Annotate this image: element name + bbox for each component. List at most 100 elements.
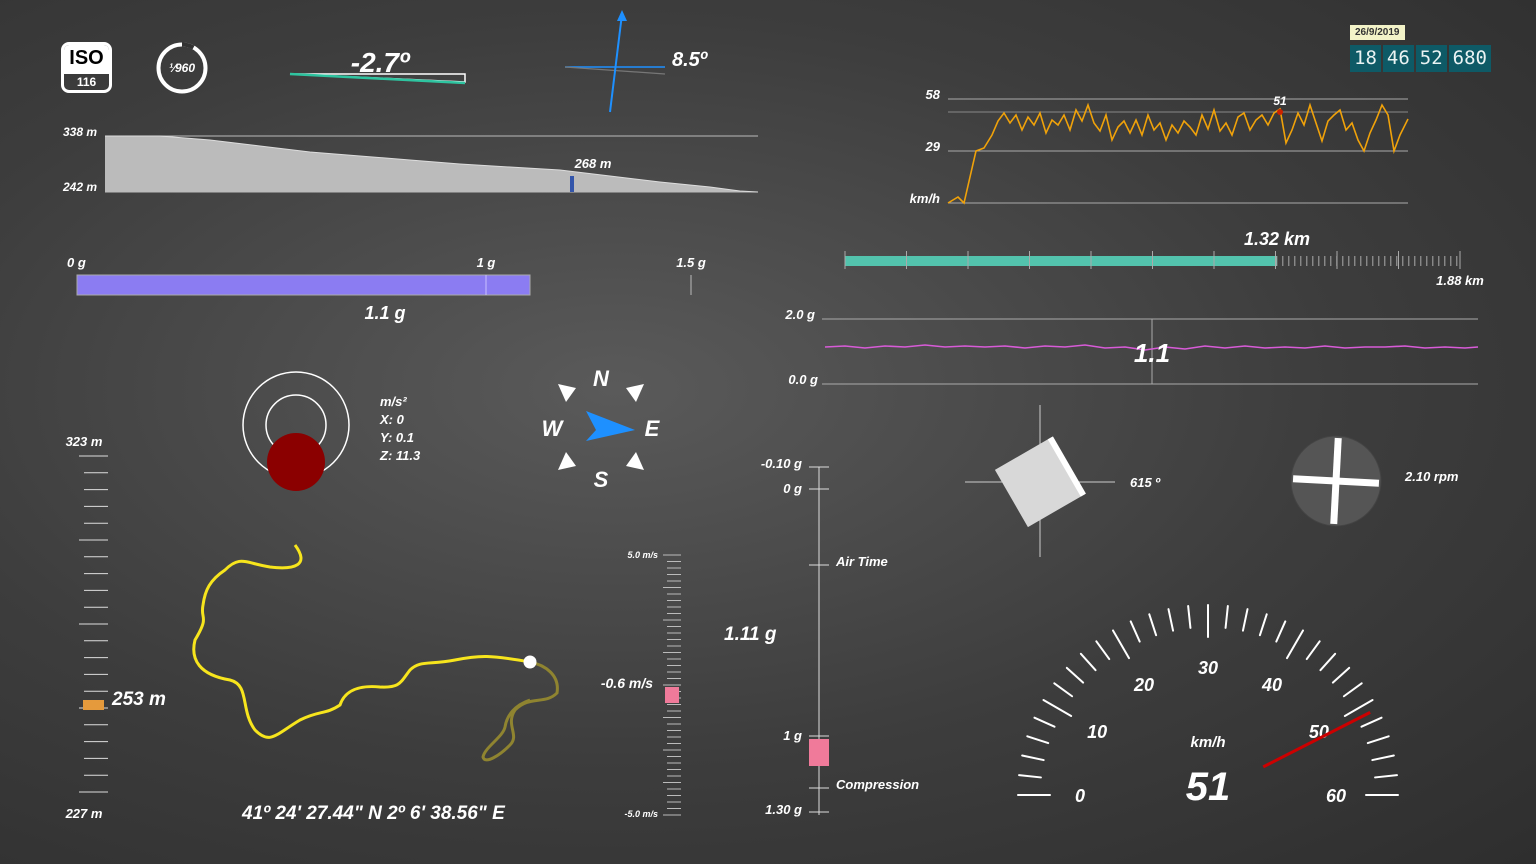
time-minutes: 46 [1382, 45, 1414, 72]
elevation-profile: 338 m 242 m 268 m [62, 125, 759, 194]
speedometer-tick [1342, 682, 1363, 698]
speedometer-value: 51 [1186, 765, 1231, 809]
distance-value-label: 1.32 km [1244, 229, 1310, 249]
vertical-speed-marker [665, 687, 679, 703]
gscale-compression-label: Compression [836, 777, 919, 792]
gforce-mid-label: 1 g [477, 255, 496, 270]
speedometer-tick [1275, 620, 1287, 643]
accelerometer-dot [267, 433, 325, 491]
speedometer-tick [1129, 620, 1141, 643]
gforce-value-label: 1.1 g [364, 303, 405, 323]
rotation-value-label: 615 º [1130, 475, 1161, 490]
distance-bar: 1.32 km 1.88 km [844, 229, 1484, 288]
iso-label: ISO [64, 45, 109, 74]
speedometer-tick [1371, 754, 1395, 762]
pitch-crosshair: 8.5º [564, 10, 709, 113]
iso-badge: ISO 116 [61, 42, 112, 93]
speedometer-tick [1343, 699, 1374, 717]
compass-s: S [594, 467, 609, 492]
compass-widget: N S E W [542, 366, 661, 492]
speedometer-tick [1366, 735, 1390, 745]
speedometer-tick-label: 10 [1087, 722, 1107, 742]
speedometer-tick [1224, 605, 1229, 629]
speedometer-tick [1042, 699, 1073, 717]
speedometer-tick-label: 20 [1133, 675, 1154, 695]
speedometer-tick [1148, 613, 1158, 637]
speedometer-tick [1026, 735, 1050, 745]
shutter-value: ¹⁄960 [169, 61, 195, 75]
compass-n: N [593, 366, 610, 391]
gscale-top-label: -0.10 g [761, 456, 802, 471]
gchart-min-label: 0.0 g [788, 372, 818, 387]
gforce-chart: 2.0 g 0.0 g 1.1 [784, 307, 1479, 387]
route-position-icon [523, 655, 537, 669]
gscale-value-label: 1.11 g [724, 624, 777, 645]
speedometer-tick [1167, 608, 1175, 632]
gforce-start-label: 0 g [67, 255, 86, 270]
altitude-marker [83, 700, 104, 710]
speedometer-tick-label: 30 [1198, 658, 1218, 678]
altitude-current-label: 253 m [111, 689, 166, 710]
elevation-current-label: 268 m [574, 156, 612, 171]
speedometer-tick [1305, 640, 1321, 661]
compass-e: E [645, 416, 661, 441]
altitude-max-label: 323 m [66, 434, 103, 449]
speedometer-tick [1319, 652, 1337, 672]
speedometer-tick-label: 0 [1075, 786, 1085, 806]
roll-indicator: -2.7º [289, 47, 466, 85]
speedometer-tick [1187, 605, 1192, 629]
speed-marker-label: 51 [1273, 94, 1287, 108]
speedometer-tick [1095, 640, 1111, 661]
time-hours: 18 [1350, 45, 1381, 72]
gscale-zero-label: 0 g [783, 481, 802, 496]
distance-total-label: 1.88 km [1436, 273, 1484, 288]
date-label: 26/9/2019 [1350, 25, 1405, 40]
vs-value-label: -0.6 m/s [601, 675, 653, 691]
rpm-widget: 2.10 rpm [1290, 435, 1459, 527]
iso-value: 116 [76, 75, 97, 89]
speedometer-tick [1360, 716, 1383, 728]
roll-value: -2.7º [351, 47, 411, 78]
gscale-airtime-label: Air Time [835, 554, 888, 569]
speedometer-tick [1286, 629, 1304, 660]
gscale-marker [809, 739, 829, 766]
altitude-ruler: 323 m 227 m 253 m [65, 434, 166, 821]
speedometer-tick [1112, 629, 1130, 660]
speedometer-needle [1262, 711, 1371, 769]
pitch-value: 8.5º [672, 49, 709, 71]
speedometer-tick [1033, 716, 1056, 728]
coordinates-label: 41º 24' 27.44" N 2º 6' 38.56" E [242, 803, 505, 824]
gscale-bottom-label: 1.30 g [765, 802, 802, 817]
speedometer-tick [1021, 754, 1045, 762]
accel-y: Y: 0.1 [380, 430, 414, 445]
speedometer-tick-label: 40 [1261, 675, 1282, 695]
gchart-value-label: 1.1 [1134, 338, 1170, 368]
gscale-one-label: 1 g [783, 728, 802, 743]
vertical-speed-gauge: 5.0 m/s -5.0 m/s -0.6 m/s [601, 550, 681, 819]
gchart-max-label: 2.0 g [784, 307, 815, 322]
speedometer-tick [1065, 666, 1085, 684]
speedometer-tick [1241, 608, 1249, 632]
compass-needle-icon [586, 411, 635, 441]
vs-max-label: 5.0 m/s [627, 550, 658, 560]
speedometer-tick [1258, 613, 1268, 637]
speedometer-tick-label: 60 [1326, 786, 1346, 806]
speedometer-unit: km/h [1190, 734, 1225, 751]
gforce-end-label: 1.5 g [676, 255, 706, 270]
vs-min-label: -5.0 m/s [624, 809, 658, 819]
speedometer-tick [1331, 666, 1351, 684]
gforce-bar: 0 g 1 g 1.5 g 1.1 g [67, 255, 706, 323]
accel-x: X: 0 [379, 412, 405, 427]
accel-unit: m/s² [380, 394, 407, 409]
rotation-widget: 615 º [965, 405, 1161, 557]
time-display: 18 46 52 680 [1350, 45, 1491, 72]
elevation-max-label: 338 m [63, 125, 97, 139]
speed-chart: 51 58 29 km/h [910, 87, 1409, 206]
speedometer-tick [1079, 652, 1097, 672]
time-seconds: 52 [1415, 45, 1447, 72]
rotation-cube-icon [994, 436, 1086, 528]
accel-z: Z: 11.3 [379, 448, 421, 463]
gforce-scale: -0.10 g 0 g 1 g 1.30 g Air Time Compress… [761, 456, 919, 817]
speedometer-tick [1053, 682, 1074, 698]
